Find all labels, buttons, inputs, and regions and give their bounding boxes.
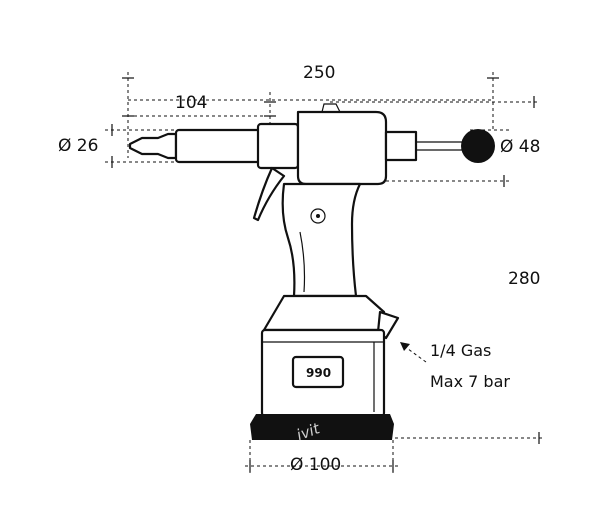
- length-overall-label: 250: [303, 63, 335, 83]
- head-body: [296, 110, 388, 186]
- height-label: 280: [508, 269, 540, 289]
- dimension-lines: [105, 72, 545, 474]
- air-inlet-note: 1/4 Gas Max 7 bar: [400, 341, 510, 391]
- rear-cylinder: [384, 130, 418, 162]
- nose-diameter-label: Ø 26: [58, 136, 98, 156]
- rear-knob: [461, 129, 495, 163]
- collar: [256, 122, 300, 170]
- handle: [281, 182, 362, 298]
- air-inlet-pressure: Max 7 bar: [430, 372, 510, 391]
- base-diameter-label: Ø 100: [290, 455, 341, 475]
- model-label-box: [291, 355, 345, 389]
- trigger: [252, 166, 286, 222]
- front-tube: [174, 128, 262, 164]
- dimension-labels: 250 104 Ø 26 Ø 48 280 Ø 100: [58, 63, 540, 475]
- handle-screw: [310, 208, 326, 224]
- rubber-base: [250, 414, 394, 440]
- knob-diameter-label: Ø 48: [500, 137, 540, 157]
- nozzle-tip: [128, 132, 178, 160]
- model-label-text: 990: [306, 366, 331, 380]
- top-hook: [321, 103, 341, 113]
- rivet-tool-outline: [128, 103, 495, 440]
- nose-length-label: 104: [175, 93, 207, 113]
- air-inlet-spec: 1/4 Gas: [430, 341, 491, 360]
- base-neck: [262, 294, 386, 332]
- handle-screw-center: [316, 214, 320, 218]
